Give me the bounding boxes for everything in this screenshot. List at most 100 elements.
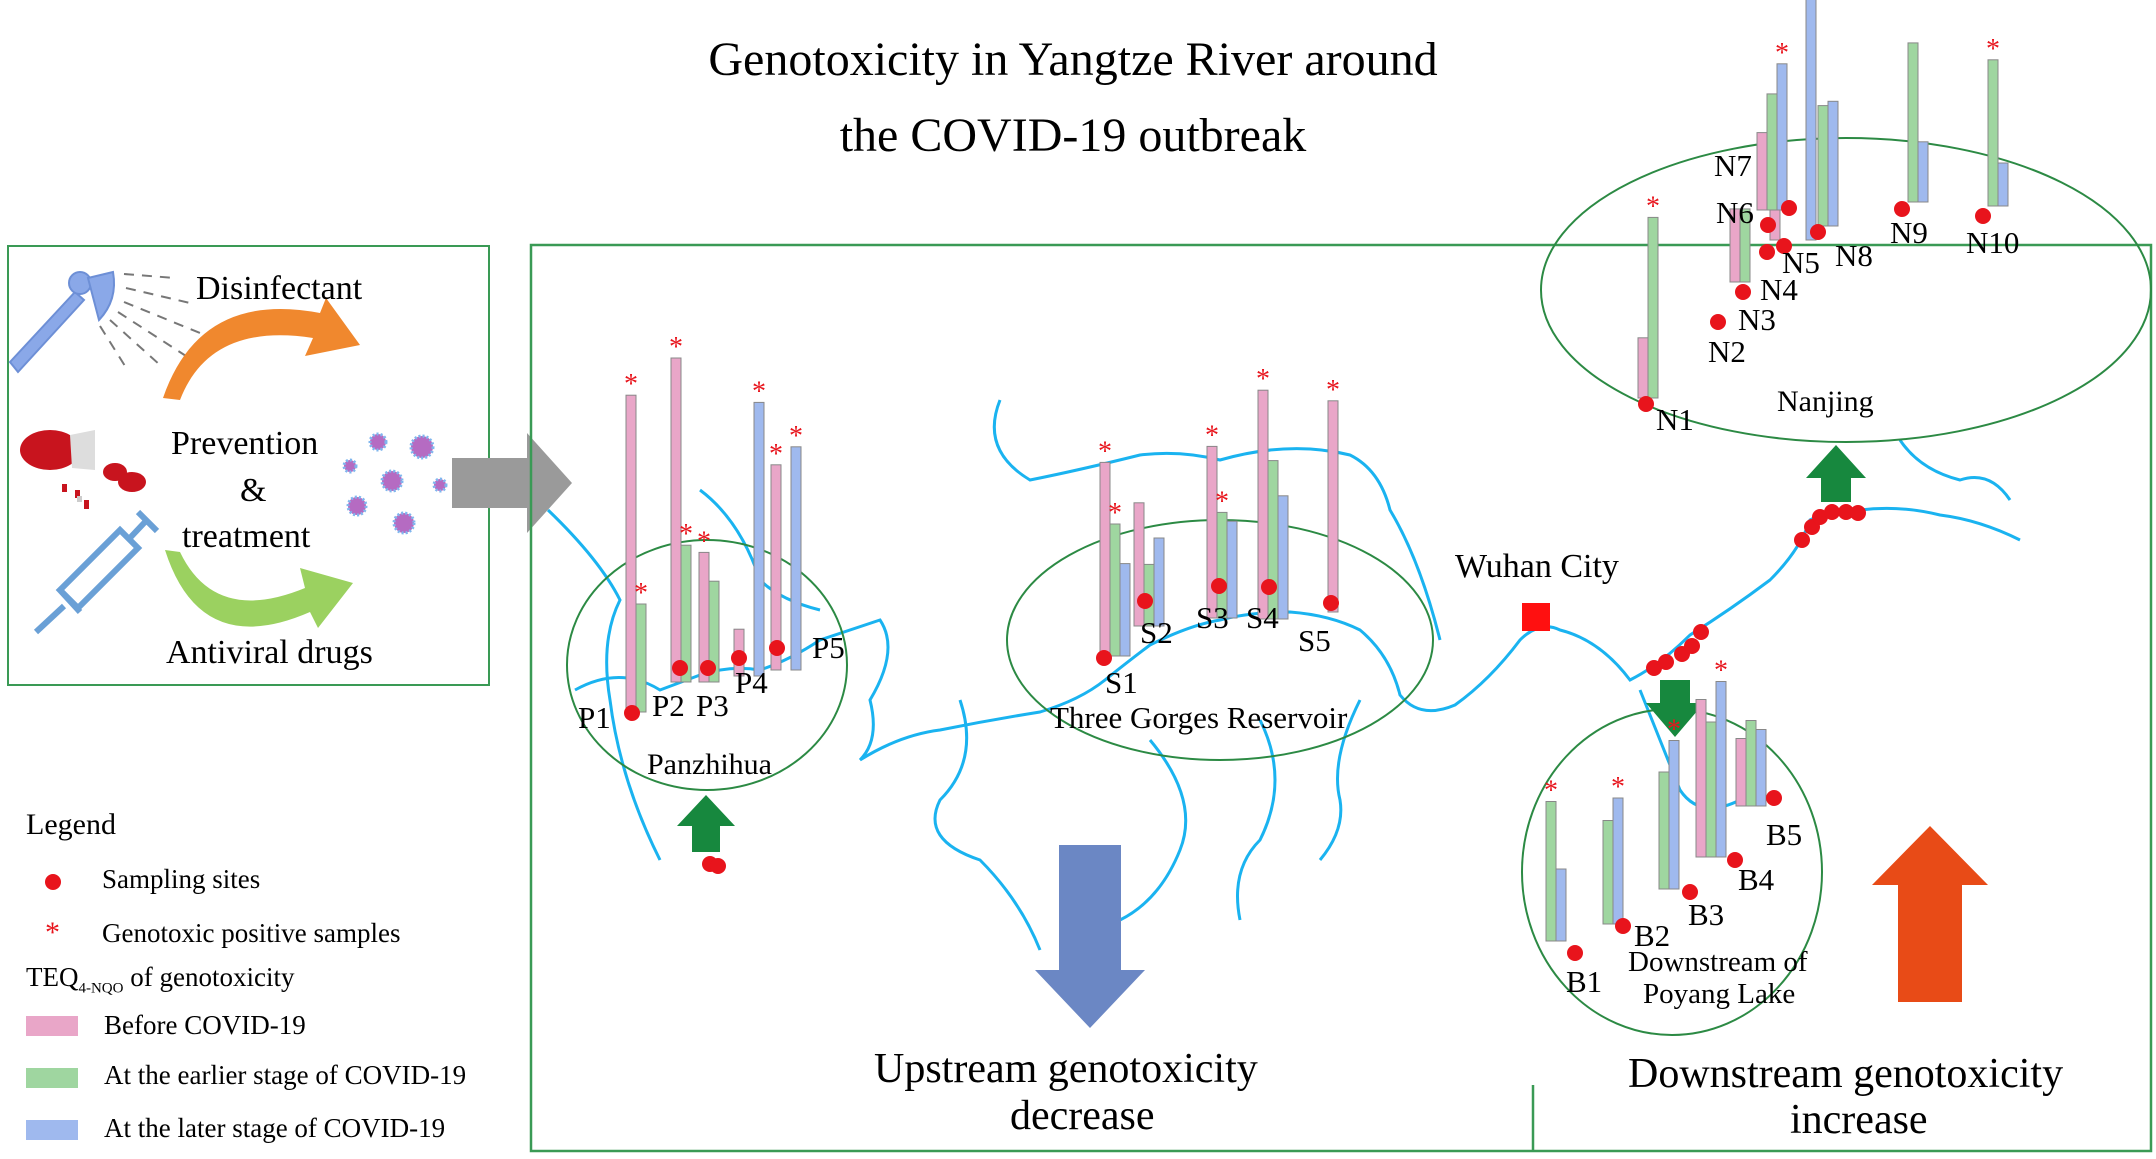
site-label-S4: S4: [1246, 600, 1279, 635]
bar-P1-earlier: [635, 603, 647, 713]
bar-S1-earlier: [1109, 523, 1121, 657]
site-label-N4: N4: [1760, 272, 1798, 307]
bar-B4-earlier: [1705, 721, 1717, 858]
legend-sampling-sites: Sampling sites: [102, 864, 261, 894]
upstream-conclusion-2: decrease: [1010, 1093, 1155, 1139]
bar-B5-before: [1735, 738, 1747, 807]
site-label-N3: N3: [1738, 302, 1776, 337]
site-label-P2: P2: [652, 688, 685, 723]
sampling-site-legend-icon: [45, 874, 61, 890]
site-label-P4: P4: [735, 665, 768, 700]
positive-star-P4-later: *: [752, 376, 766, 407]
site-label-N2: N2: [1708, 334, 1746, 369]
site-label-N1: N1: [1656, 402, 1694, 437]
flow-arrow-icon: [452, 433, 572, 533]
bar-N10-earlier: [1987, 59, 1999, 207]
site-bar-charts: **********************: [624, 0, 2009, 961]
site-label-N9: N9: [1890, 215, 1928, 250]
positive-star-P1-earlier: *: [634, 578, 648, 609]
positive-sample-legend-icon: *: [45, 916, 60, 949]
bar-B2-earlier: [1602, 820, 1614, 925]
legend-before: Before COVID-19: [104, 1010, 306, 1040]
orange-cycle-arrow-icon: [163, 298, 360, 400]
virus-particles-icon: [342, 432, 448, 535]
sampling-site-S4: [1261, 579, 1277, 595]
site-label-B3: B3: [1688, 897, 1725, 932]
treatment-label: treatment: [182, 518, 311, 555]
bar-N7-later: [1776, 63, 1788, 211]
nanjing-up-arrow-icon: [1806, 445, 1866, 502]
sampling-site-N4: [1759, 244, 1775, 260]
bar-N9-earlier: [1907, 42, 1919, 203]
legend-later: At the later stage of COVID-19: [104, 1113, 446, 1143]
bar-N1-before: [1637, 337, 1649, 399]
positive-star-B3-later: *: [1667, 715, 1681, 746]
positive-star-N7-later: *: [1775, 38, 1789, 69]
sampling-site-B4: [1727, 852, 1743, 868]
syringe-icon: [33, 509, 160, 635]
bar-B4-later: [1715, 681, 1727, 858]
teq-subscript: 4-NQO: [78, 980, 124, 997]
positive-star-P5-later: *: [789, 421, 803, 452]
bar-B1-earlier: [1545, 801, 1557, 942]
positive-star-P1-before: *: [624, 369, 638, 400]
downstream-conclusion-2: increase: [1790, 1097, 1928, 1143]
poyang-label-2: Poyang Lake: [1643, 978, 1796, 1010]
disinfectant-label: Disinfectant: [196, 270, 363, 307]
bar-S4-earlier: [1267, 460, 1279, 620]
site-label-N5: N5: [1782, 245, 1820, 280]
antiviral-label: Antiviral drugs: [166, 634, 373, 671]
positive-star-S1-earlier: *: [1108, 498, 1122, 529]
nanjing-label: Nanjing: [1777, 385, 1874, 418]
main-map-frame: [529, 243, 2153, 1153]
panzhihua-up-arrow-icon: [677, 795, 735, 852]
sampling-site-S5: [1323, 595, 1339, 611]
sampling-site-P3: [700, 660, 716, 676]
site-label-N6: N6: [1716, 195, 1754, 230]
teq-label: TEQ: [26, 962, 79, 992]
site-label-B5: B5: [1766, 817, 1803, 852]
green-cycle-arrow-icon: [165, 550, 353, 628]
sampling-site-N8: [1810, 224, 1826, 240]
positive-star-S5-before: *: [1326, 375, 1340, 406]
positive-star-S1-before: *: [1098, 436, 1112, 467]
positive-star-S3-before: *: [1205, 420, 1219, 451]
positive-star-P2-earlier: *: [679, 519, 693, 550]
sampling-site-N6: [1760, 217, 1776, 233]
bar-S1-before: [1099, 461, 1111, 657]
site-label-B2: B2: [1634, 918, 1671, 953]
later-swatch: [26, 1120, 78, 1140]
bar-B5-earlier: [1745, 720, 1757, 807]
bar-B3-earlier: [1658, 771, 1670, 890]
sampling-site-N7: [1781, 200, 1797, 216]
decrease-arrow-icon: [1035, 845, 1145, 1028]
figure-title: Genotoxicity in Yangtze River around the…: [0, 22, 2156, 174]
ampersand-label: &: [240, 472, 267, 509]
sampling-site-B2: [1615, 918, 1631, 934]
legend-positive-samples: Genotoxic positive samples: [102, 918, 401, 948]
bar-P2-earlier: [680, 544, 692, 683]
pills-icon: [20, 430, 146, 509]
river-sampling-sites: [702, 504, 1866, 874]
three-gorges-label: Three Gorges Reservoir: [1050, 700, 1348, 735]
bar-P3-earlier: [708, 580, 720, 683]
sampling-site-S3: [1211, 578, 1227, 594]
bar-N3-earlier: [1739, 208, 1751, 283]
bar-N8-later: [1827, 100, 1839, 227]
bar-B1-later: [1555, 868, 1567, 942]
teq-rest: of genotoxicity: [123, 962, 295, 992]
bar-P2-before: [670, 357, 682, 683]
site-label-B1: B1: [1566, 964, 1603, 999]
sampling-site-P1: [624, 705, 640, 721]
sampling-site-S1: [1096, 650, 1112, 666]
positive-star-B1-earlier: *: [1544, 776, 1558, 807]
positive-star-S4-before: *: [1256, 364, 1270, 395]
panzhihua-label: Panzhihua: [647, 748, 772, 781]
sampling-site-B5: [1766, 790, 1782, 806]
bar-P4-later: [753, 401, 765, 677]
sampling-site-N3: [1735, 284, 1751, 300]
positive-star-P2-before: *: [669, 332, 683, 363]
prevention-label: Prevention: [171, 425, 319, 462]
site-label-S5: S5: [1298, 623, 1331, 658]
